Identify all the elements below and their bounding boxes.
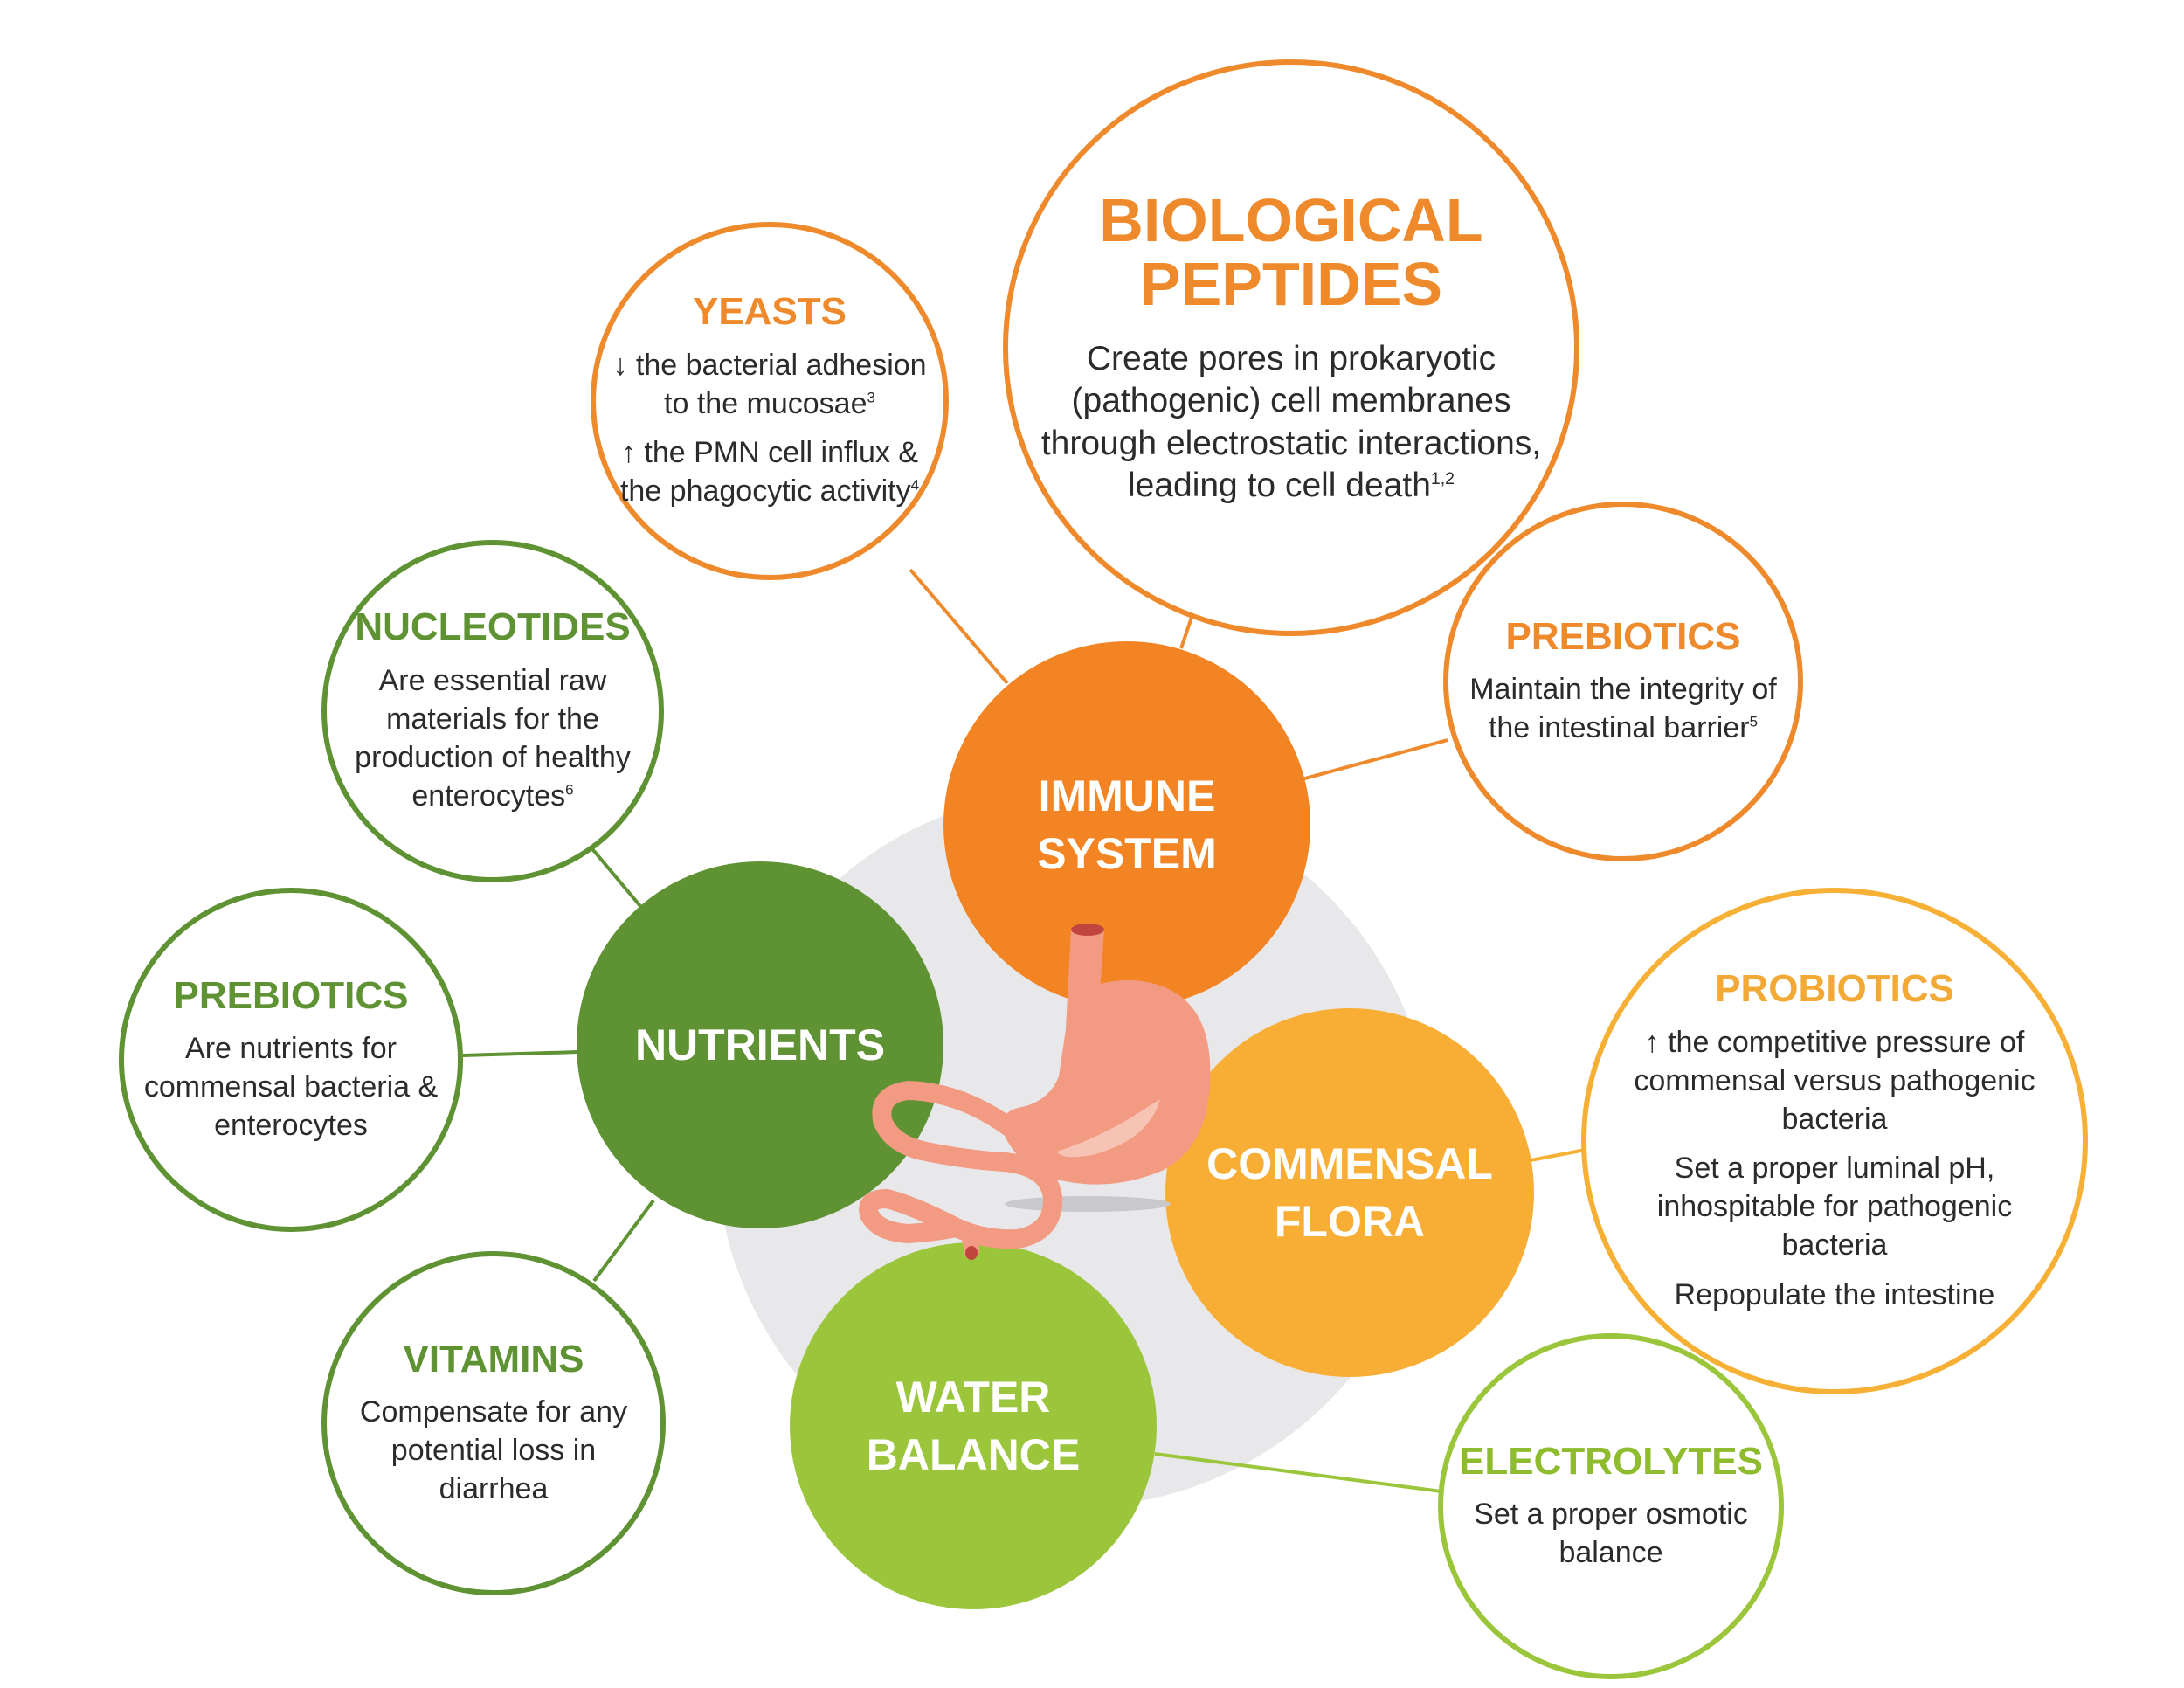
nucleotides-line-3: production of healthy [355,741,631,775]
vitamins-line-1: Compensate for any [359,1394,628,1429]
connector-nucleotides-nutrients [583,838,646,913]
water-balance-label: WATER BALANCE [866,1373,1081,1479]
nucleotides-line-1: Are essential raw [378,663,607,697]
prebiotics-nutrients-line-2: commensal bacteria & [143,1070,439,1104]
connector-yeasts-immune [909,568,1009,685]
probiotics-description: ↑ the competitive pressure of commensal … [1634,1023,2035,1314]
vitamins-description: Compensate for any potential loss in dia… [360,1393,627,1509]
probiotics-point-1: ↑ the competitive pressure of commensal … [1634,1023,2035,1139]
yeasts-node: YEASTS ↓ the bacterial adhesion to the m… [591,222,949,580]
prebiotics-immune-description: Maintain the integrity of the intestinal… [1469,670,1777,747]
electrolytes-description: Set a proper osmotic balance [1474,1495,1748,1572]
nucleotides-node: NUCLEOTIDES Are essential raw materials … [321,540,664,882]
connector-vitamins-nutrients [592,1199,655,1283]
bio-line-1: Create pores in prokaryotic [1086,339,1496,377]
nucleotides-title: NUCLEOTIDES [355,605,631,649]
probiotics-p2-line-1: Set a proper luminal pH, [1674,1152,1995,1186]
electrolytes-line-2: balance [1559,1536,1663,1570]
prebiotics-immune-line-2-text: the intestinal barrier [1488,711,1750,745]
vitamins-line-2: potential loss in [390,1434,597,1468]
electrolytes-line-1: Set a proper osmotic [1474,1498,1748,1531]
prebiotics-nutrients-node: PREBIOTICS Are nutrients for commensal b… [119,888,463,1232]
immune-system-hub: IMMUNE SYSTEM [943,641,1310,1008]
yeasts-point-2: ↑ the PMN cell influx & the phagocytic a… [612,433,926,510]
prebiotics-nutrients-line-3: enterocytes [214,1109,368,1143]
probiotics-p1-line-3: bacteria [1781,1102,1888,1136]
vitamins-line-3: diarrhea [439,1472,549,1506]
connector-probiotics-flora [1530,1147,1591,1162]
biological-peptides-title: BIOLOGICAL PEPTIDES [1099,185,1483,319]
yeasts-title: YEASTS [692,290,847,334]
water-balance-hub: WATER BALANCE [790,1242,1157,1609]
probiotics-p2-line-3: bacteria [1781,1228,1888,1263]
connector-electrolytes-water [1154,1452,1442,1493]
biological-peptides-node: BIOLOGICAL PEPTIDES Create pores in prok… [1003,59,1579,636]
bio-title-text: BIOLOGICAL PEPTIDES [1099,185,1483,319]
nucleotides-ref: 6 [565,782,574,799]
yeasts-description: ↓ the bacterial adhesion to the mucosae3… [612,346,926,511]
yeasts-point-1: ↓ the bacterial adhesion to the mucosae3 [612,346,926,423]
probiotics-p3-line-1: Repopulate the intestine [1674,1277,1995,1311]
vitamins-node: VITAMINS Compensate for any potential lo… [321,1251,666,1595]
nucleotides-description: Are essential raw materials for the prod… [355,661,631,816]
bio-line-3: through electrostatic interactions, [1040,424,1542,462]
bio-line-4-text: leading to cell death [1127,466,1431,504]
bio-ref: 1,2 [1430,468,1455,488]
probiotics-p2-line-2: inhospitable for pathogenic [1656,1190,2013,1224]
probiotics-p1-line-2: commensal versus pathogenic [1634,1063,2035,1097]
prebiotics-nutrients-title: PREBIOTICS [173,973,409,1017]
immune-system-label: IMMUNE SYSTEM [1037,771,1217,878]
prebiotics-immune-line-2: the intestinal barrier5 [1469,709,1777,747]
prebiotics-immune-ref: 5 [1749,713,1759,730]
biological-peptides-description: Create pores in prokaryotic (pathogenic)… [1041,338,1541,507]
probiotics-node: PROBIOTICS ↑ the competitive pressure of… [1581,888,2088,1394]
nucleotides-line-2: materials for the [386,702,599,736]
yeasts-p2-line-1: ↑ the PMN cell influx & [620,436,919,470]
bio-line-2: (pathogenic) cell membranes [1071,382,1511,420]
vitamins-title: VITAMINS [403,1337,584,1380]
yeasts-ref-1: 3 [867,389,875,406]
electrolytes-title: ELECTROLYTES [1459,1439,1763,1483]
nucleotides-line-4: enterocytes6 [355,777,631,815]
probiotics-point-3: Repopulate the intestine [1634,1276,2035,1314]
nutrients-hub: NUTRIENTS [577,861,943,1228]
prebiotics-nutrients-line-1: Are nutrients for [185,1031,397,1065]
commensal-flora-label: COMMENSAL FLORA [1206,1139,1493,1246]
prebiotics-immune-line-1: Maintain the integrity of [1469,673,1777,706]
connector-prebiotics-nutrients [462,1050,579,1057]
yeasts-ref-2: 4 [910,477,920,495]
yeasts-p1-line-1: ↓ the bacterial adhesion [612,348,927,382]
commensal-flora-hub: COMMENSAL FLORA [1165,1008,1534,1377]
nutrients-label: NUTRIENTS [634,1020,886,1069]
connector-prebiotics-immune [1301,738,1448,781]
probiotics-title: PROBIOTICS [1715,967,1954,1011]
probiotics-point-2: Set a proper luminal pH, inhospitable fo… [1634,1149,2035,1265]
bio-line-4: leading to cell death1,2 [1041,465,1541,507]
electrolytes-node: ELECTROLYTES Set a proper osmotic balanc… [1438,1333,1784,1679]
prebiotics-immune-node: PREBIOTICS Maintain the integrity of the… [1443,502,1803,861]
yeasts-p1-line-2: to the mucosae [664,387,867,420]
nucleotides-line-4-text: enterocytes [411,779,566,813]
yeasts-p2-line-2: the phagocytic activity [619,474,911,508]
prebiotics-nutrients-description: Are nutrients for commensal bacteria & e… [144,1029,438,1145]
probiotics-p1-line-1: ↑ the competitive pressure of [1644,1025,2025,1059]
prebiotics-immune-title: PREBIOTICS [1505,614,1741,658]
